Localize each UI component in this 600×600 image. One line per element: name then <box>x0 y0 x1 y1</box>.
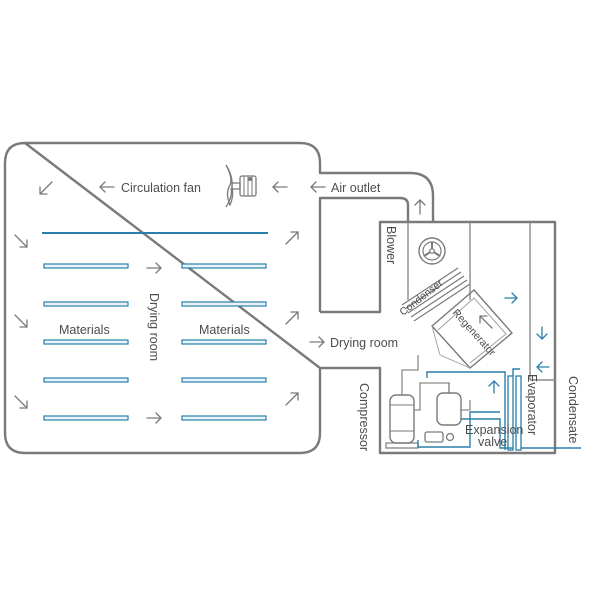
arrow-air-outlet-2 <box>310 181 326 193</box>
blue-arrow-pipe-up <box>488 380 500 394</box>
condenser-coil <box>401 267 471 322</box>
shelf-right-2 <box>181 301 267 307</box>
blue-arrow-right-top <box>504 292 518 304</box>
blower-fan-icon <box>418 237 446 265</box>
label-materials-left: Materials <box>59 323 110 337</box>
arrow-to-circulation-fan <box>99 181 115 193</box>
shelf-right-5 <box>181 415 267 421</box>
arrow-diagonal-left-2 <box>14 314 28 328</box>
compressor-icon <box>385 394 419 449</box>
shelf-left-2 <box>43 301 129 307</box>
shelf-left-1 <box>43 263 129 269</box>
shelf-right-3 <box>181 339 267 345</box>
evaporator-coil <box>507 375 522 451</box>
arrow-middle-1 <box>146 262 162 274</box>
arrow-regenerator-up <box>479 315 493 329</box>
blue-arrow-left <box>536 361 550 373</box>
label-air-outlet: Air outlet <box>331 181 381 195</box>
arrow-middle-2 <box>146 412 162 424</box>
shelf-left-5 <box>43 415 129 421</box>
label-blower: Blower <box>384 226 398 264</box>
arrow-diagonal-left-3 <box>14 395 28 409</box>
arrow-diagonal-top-left <box>39 181 53 195</box>
shelf-left-4 <box>43 377 129 383</box>
heat-pump-unit-outline <box>320 220 557 455</box>
label-condenser: Condenser <box>397 277 445 318</box>
arrow-diagonal-right-2 <box>285 311 299 325</box>
blue-arrow-down <box>536 326 548 340</box>
receiver-tank <box>436 383 462 426</box>
label-expansion-valve-line2: valve <box>478 435 507 449</box>
arrow-diagonal-left-1 <box>14 234 28 248</box>
arrow-drying-room <box>309 336 325 348</box>
label-compressor: Compressor <box>357 383 371 451</box>
label-regenerator: Regenerator <box>450 307 498 359</box>
label-materials-right: Materials <box>199 323 250 337</box>
refrigerant-pipes <box>401 355 581 450</box>
arrow-air-outlet <box>272 181 288 193</box>
circulation-fan-icon <box>225 164 257 208</box>
drying-room-wall <box>3 141 435 455</box>
filter-drier <box>424 431 455 443</box>
label-drying-room-arrow: Drying room <box>330 336 398 350</box>
shelf-left-3 <box>43 339 129 345</box>
label-circulation-fan: Circulation fan <box>121 181 201 195</box>
arrow-diagonal-right-1 <box>285 231 299 245</box>
label-evaporator: Evaporator <box>525 374 539 435</box>
regenerator-box <box>430 289 514 369</box>
label-condensate: Condensate <box>566 376 580 443</box>
arrow-diagonal-right-3 <box>285 392 299 406</box>
label-drying-room-vertical: Drying room <box>147 293 161 361</box>
arrow-blower-up <box>414 199 426 215</box>
shelf-right-1 <box>181 263 267 269</box>
shelf-right-4 <box>181 377 267 383</box>
label-expansion-valve-line1: Expansion <box>465 423 523 437</box>
